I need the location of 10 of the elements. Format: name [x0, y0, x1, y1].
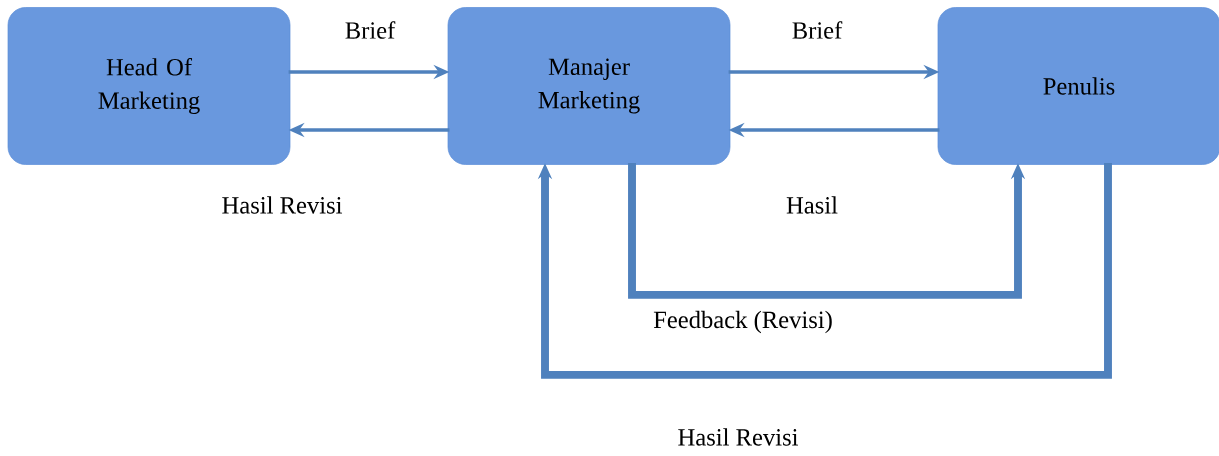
process-box: Penulis: [937, 7, 1219, 165]
edge-label: Hasil: [784, 194, 840, 216]
edge-label: Brief: [789, 19, 845, 41]
edge-label: Hasil Revisi: [675, 426, 801, 448]
arrow: [537, 163, 1112, 379]
edge-label: Brief: [343, 19, 398, 41]
edge-label: Hasil Revisi: [219, 194, 345, 216]
edge-label: Feedback (Revisi): [651, 309, 835, 335]
process-box: Manajer Marketing: [447, 7, 731, 165]
process-box: Head Of Marketing: [7, 7, 291, 165]
